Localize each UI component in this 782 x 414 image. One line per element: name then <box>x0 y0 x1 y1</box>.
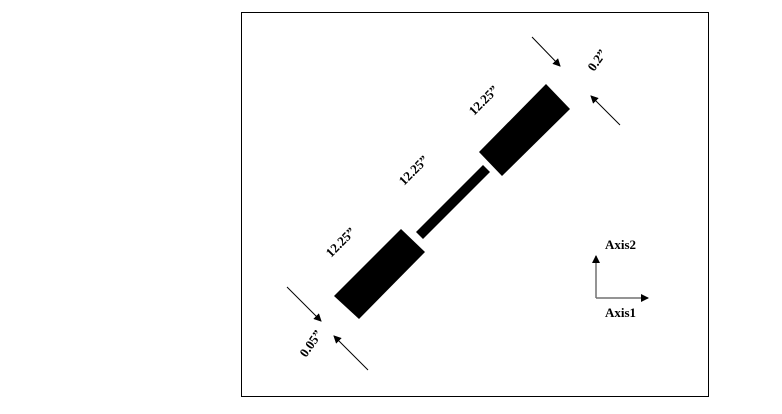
dimension-arrow-bottom-left <box>286 286 322 322</box>
figure-frame <box>241 12 709 397</box>
bottom-width-label: 0.05” <box>296 327 325 360</box>
dimension-arrow-bottom-right <box>333 335 369 371</box>
axis2-label: Axis2 <box>605 237 636 252</box>
middle-length-label: 12.25” <box>396 152 432 188</box>
lower-grip-block <box>334 229 425 319</box>
lower-length-label: 12.25” <box>323 224 359 260</box>
dimension-arrow-top-right <box>590 95 621 126</box>
top-width-label: 0.2” <box>584 46 609 73</box>
axis1-label: Axis1 <box>605 305 636 320</box>
upper-grip-block <box>479 84 570 176</box>
gauge-section <box>416 165 490 239</box>
upper-length-label: 12.25” <box>466 82 502 118</box>
dimension-arrow-top-left <box>531 36 561 67</box>
